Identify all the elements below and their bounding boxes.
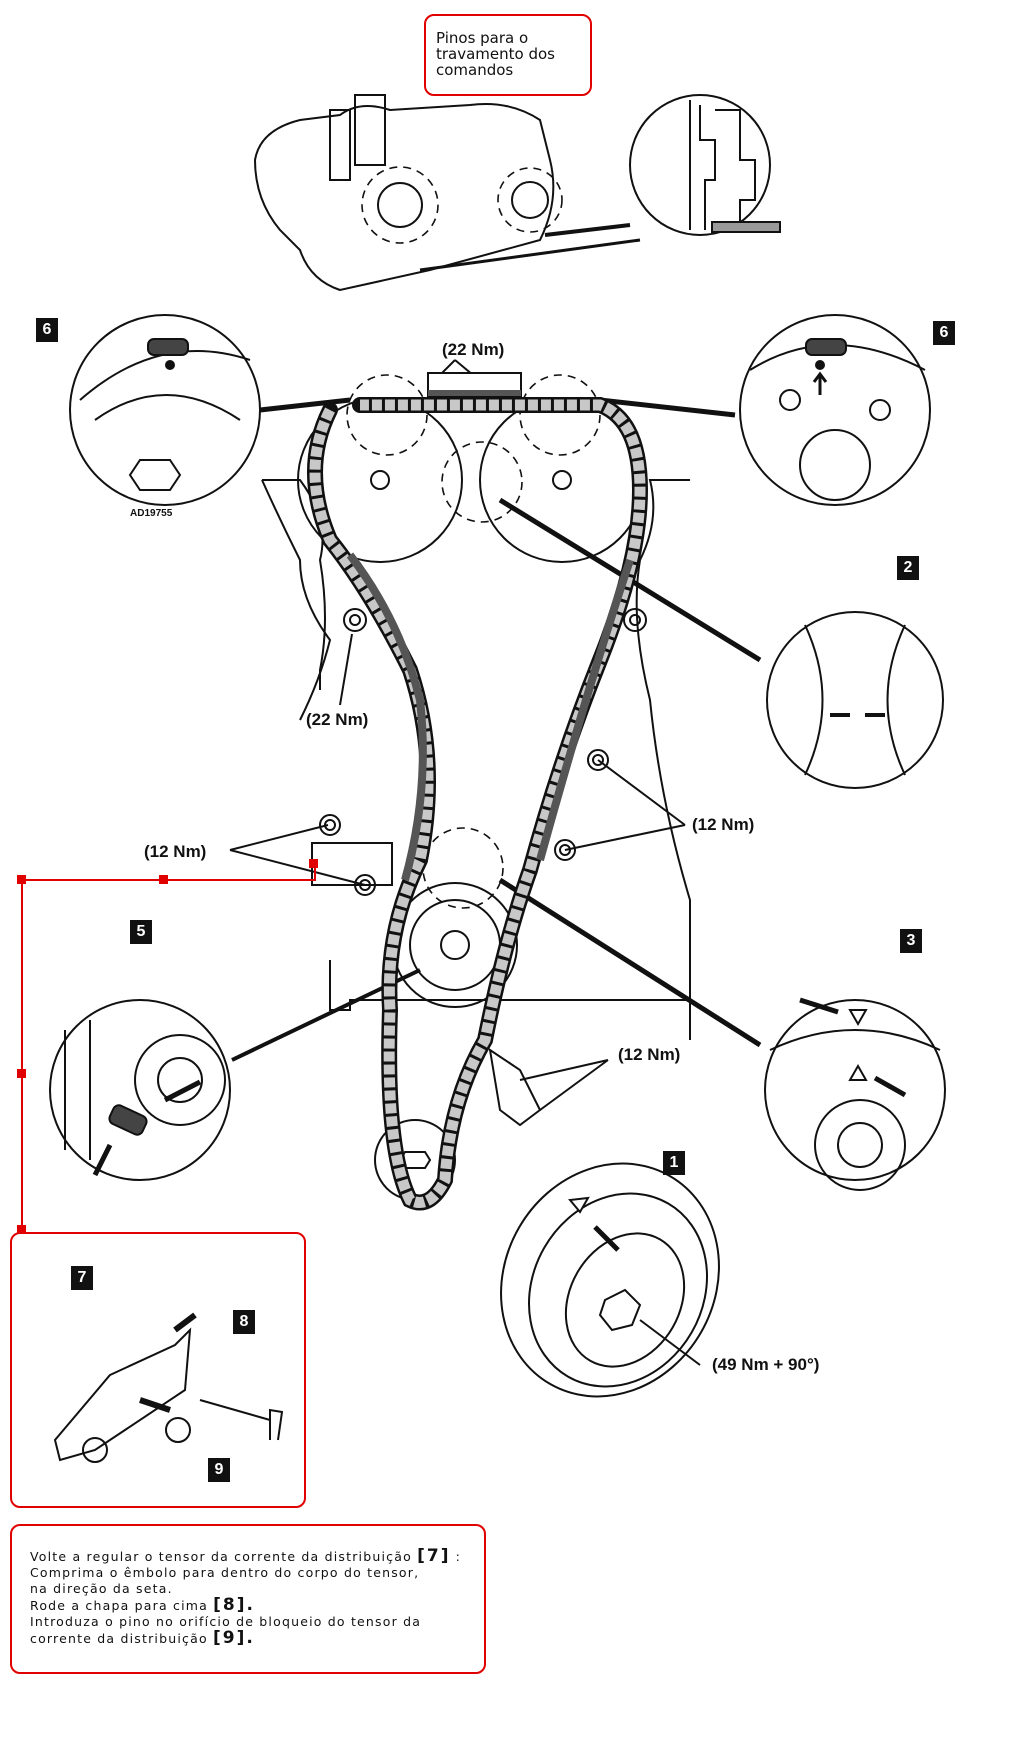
detail-5 — [49, 999, 231, 1181]
torque-upper-rail: (22 Nm) — [442, 340, 505, 359]
instruction-line-6: corrente da distribuição [9]. — [30, 1628, 255, 1648]
instruction-line-4: Rode a chapa para cima [8]. — [30, 1595, 255, 1615]
tensioner-detail — [53, 1312, 284, 1463]
right-chain-guide — [536, 558, 634, 862]
tag-3: 3 — [900, 929, 922, 953]
instruction-line-1: Volte a regular o tensor da corrente da … — [30, 1546, 462, 1566]
part-number: AD19755 — [130, 508, 173, 519]
tensioner-callout-box — [10, 1232, 306, 1508]
tag-8: 8 — [233, 1310, 255, 1334]
instructions-text: Volte a regular o tensor da corrente da … — [30, 1548, 480, 1647]
timing-chain — [307, 397, 649, 1211]
callout-line-2: travamento dos — [436, 45, 555, 63]
instruction-line-3: na direção da seta. — [30, 1581, 173, 1596]
instructions-box — [10, 1524, 486, 1674]
callout-line-3: comandos — [436, 61, 514, 79]
tag-2: 2 — [897, 556, 919, 580]
torque-crank-pulley: (49 Nm + 90°) — [712, 1355, 820, 1374]
lock-pins-callout: Pinos para o travamento dos comandos — [424, 14, 592, 96]
detail-2 — [766, 611, 944, 789]
instruction-line-5: Introduza o pino no orifício de bloqueio… — [30, 1614, 422, 1629]
tag-1: 1 — [663, 1151, 685, 1175]
torque-upper-tensioner: (12 Nm) — [144, 842, 207, 861]
cylinder-head-sketch — [253, 94, 555, 292]
tag-6-left: 6 — [36, 318, 58, 342]
callout-line-1: Pinos para o — [436, 29, 529, 47]
detail-cam-lock-pin — [629, 94, 781, 236]
detail-6-left — [69, 314, 261, 506]
crank-pulley — [500, 1162, 720, 1398]
instruction-line-2: Comprima o êmbolo para dentro do corpo d… — [30, 1565, 420, 1580]
tag-6-right: 6 — [933, 321, 955, 345]
torque-left-guide: (22 Nm) — [306, 710, 369, 729]
tag-7: 7 — [71, 1266, 93, 1290]
torque-right-guide: (12 Nm) — [692, 815, 755, 834]
tag-9: 9 — [208, 1458, 230, 1482]
lower-tensioner — [488, 1047, 542, 1127]
torque-lower-tensioner: (12 Nm) — [618, 1045, 681, 1064]
detail-6-right — [739, 314, 931, 506]
left-chain-guide — [346, 552, 427, 882]
red-connector-line — [17, 859, 318, 1234]
upper-tensioner — [311, 842, 393, 886]
tag-5: 5 — [130, 920, 152, 944]
detail-3 — [764, 997, 946, 1191]
